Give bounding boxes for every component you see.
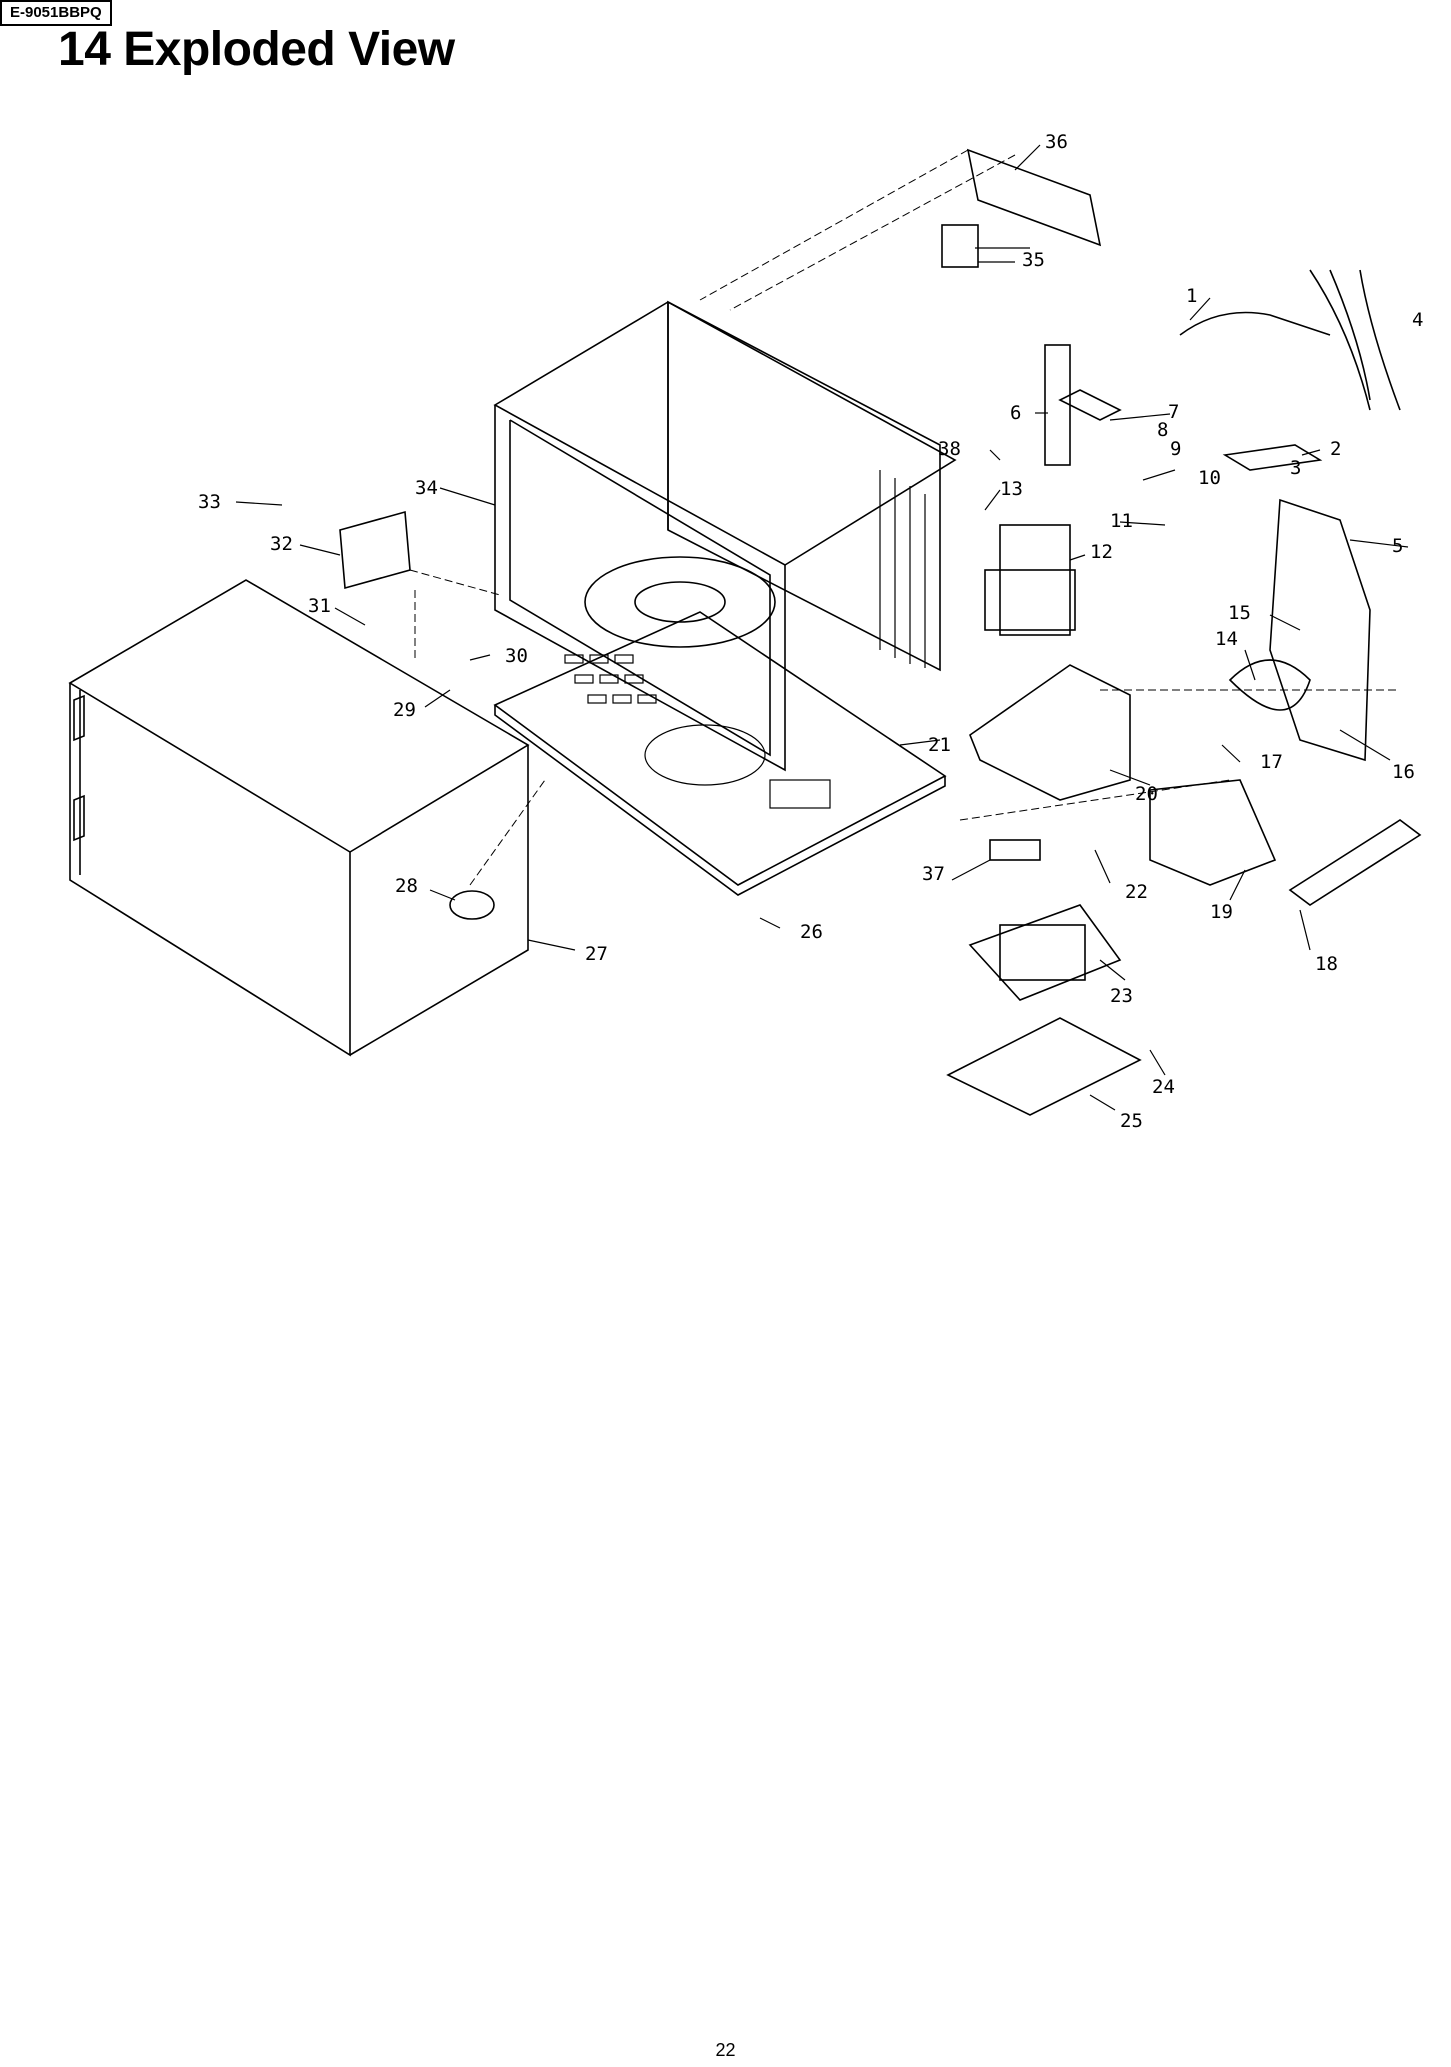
callout-5: 5 <box>1392 535 1403 557</box>
callout-12: 12 <box>1090 541 1113 563</box>
callout-36: 36 <box>1045 131 1068 153</box>
callout-37: 37 <box>922 863 945 885</box>
callout-34: 34 <box>415 477 438 499</box>
callout-26: 26 <box>800 921 823 943</box>
callout-15: 15 <box>1228 602 1251 624</box>
exploded-view-drawing <box>68 144 1422 1116</box>
callout-32: 32 <box>270 533 293 555</box>
callout-3: 3 <box>1290 457 1301 479</box>
exploded-view-diagram: 1 2 3 4 5 6 7 8 9 10 11 12 13 14 15 16 1… <box>68 131 1423 1132</box>
callout-19: 19 <box>1210 901 1233 923</box>
callout-35: 35 <box>1022 249 1045 271</box>
callout-9: 9 <box>1170 438 1181 460</box>
callout-24: 24 <box>1152 1076 1175 1098</box>
callout-2: 2 <box>1330 438 1341 460</box>
callout-38: 38 <box>938 438 961 460</box>
callout-11: 11 <box>1110 510 1133 532</box>
callout-29: 29 <box>393 699 416 721</box>
callout-labels: 1 2 3 4 5 6 7 8 9 10 11 12 13 14 15 16 1… <box>198 131 1423 1132</box>
callout-1: 1 <box>1186 285 1197 307</box>
callout-4: 4 <box>1412 309 1423 331</box>
page-title: 14 Exploded View <box>58 23 455 76</box>
document-code: E-9051BBPQ <box>0 0 112 26</box>
callout-6: 6 <box>1010 402 1021 424</box>
callout-23: 23 <box>1110 985 1133 1007</box>
callout-14: 14 <box>1215 628 1238 650</box>
callout-21: 21 <box>928 734 951 756</box>
callout-13: 13 <box>1000 478 1023 500</box>
callout-31: 31 <box>308 595 331 617</box>
callout-10: 10 <box>1198 467 1221 489</box>
callout-7: 7 <box>1168 401 1179 423</box>
callout-22: 22 <box>1125 881 1148 903</box>
callout-20: 20 <box>1135 783 1158 805</box>
callout-25: 25 <box>1120 1110 1143 1132</box>
callout-28: 28 <box>395 875 418 897</box>
callout-27: 27 <box>585 943 608 965</box>
callout-16: 16 <box>1392 761 1415 783</box>
callout-30: 30 <box>505 645 528 667</box>
callout-17: 17 <box>1260 751 1283 773</box>
callout-18: 18 <box>1315 953 1338 975</box>
callout-8: 8 <box>1157 419 1168 441</box>
callout-33: 33 <box>198 491 221 513</box>
page-number: 22 <box>715 2040 736 2060</box>
